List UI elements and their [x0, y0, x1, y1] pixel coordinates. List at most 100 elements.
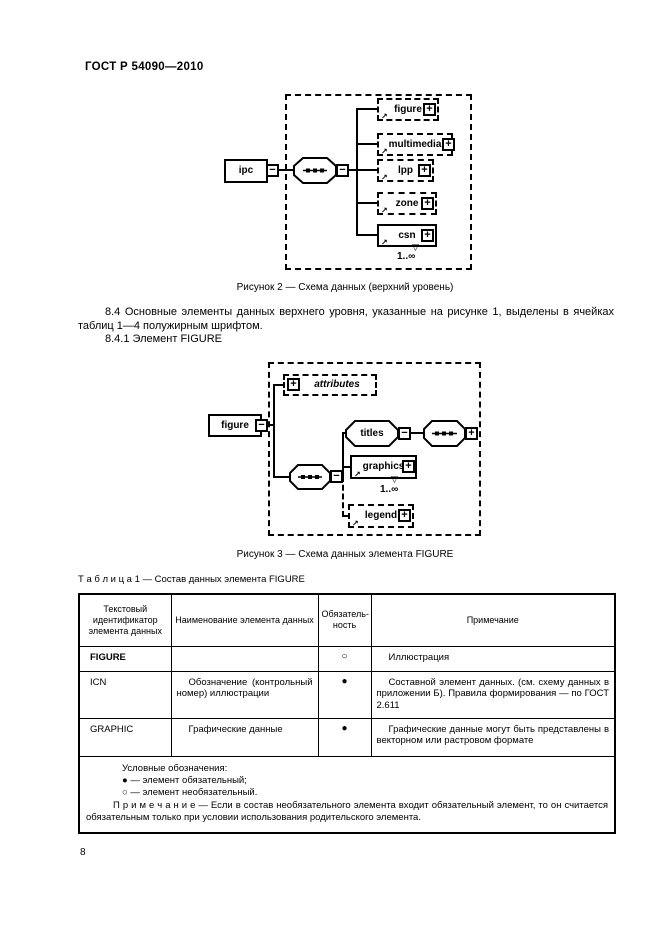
element-label: multimedia	[388, 138, 442, 150]
connector-line	[349, 169, 377, 171]
plus-glyph: +	[290, 377, 297, 390]
plus-glyph: +	[401, 508, 408, 521]
titles-element: titles	[345, 420, 399, 447]
header-name: Наименование элемента данных	[170, 593, 319, 647]
table-figure-composition: Текстовый идентификатор элемента данных …	[78, 593, 616, 834]
connector-line	[342, 476, 344, 517]
reference-arrow-icon: ↗	[381, 173, 388, 182]
legend-box: ↗ legend +	[348, 504, 414, 528]
connector-line	[356, 108, 377, 110]
table-row: FIGURE ○ Иллюстрация	[78, 645, 616, 672]
plus-glyph: +	[445, 137, 452, 150]
connector-line	[356, 108, 358, 236]
element-box-figure: ↗ figure +	[377, 98, 439, 121]
element-box-csn: ↗ csn +	[377, 224, 441, 251]
cell-name: Обозначение (контрольный номер) иллюстра…	[170, 670, 319, 719]
cell-name	[170, 645, 319, 672]
cell-note: Иллюстрация	[370, 645, 616, 672]
cell-id: ICN	[78, 670, 172, 719]
document-header: ГОСТ Р 54090—2010	[85, 61, 204, 73]
plus-glyph: +	[426, 102, 433, 115]
connector-line	[342, 515, 349, 517]
expand-icon: +	[418, 164, 431, 177]
table-label: Т а б л и ц а 1 —	[78, 574, 153, 585]
table-legend: Условные обозначения: ● — элемент обязат…	[78, 755, 616, 833]
collapse-icon: −	[398, 427, 411, 440]
repeat-marker-icon: ▽	[412, 242, 419, 252]
expand-icon: +	[402, 460, 415, 473]
element-label: ipc	[238, 165, 254, 176]
element-label: legend	[364, 510, 398, 521]
connector-line	[356, 234, 377, 236]
connector-line	[342, 432, 344, 477]
paragraph-8-4-1: 8.4.1 Элемент FIGURE	[105, 333, 223, 345]
table-header-row: Текстовый идентификатор элемента данных …	[78, 593, 616, 647]
element-label: figure	[394, 103, 422, 115]
element-box-zone: ↗ zone +	[377, 192, 437, 215]
element-box-multimedia: ↗ multimedia +	[377, 133, 455, 156]
connector-line	[411, 432, 424, 434]
expand-icon: +	[423, 103, 436, 116]
repeat-marker-icon: ▽	[391, 474, 398, 484]
legend-required-item: ● — элемент обязательный;	[122, 774, 247, 786]
section-text: 8.4 Основные элементы данных верхнего ур…	[78, 306, 614, 347]
minus-glyph: −	[333, 469, 340, 482]
element-label: attributes	[314, 379, 360, 390]
table-title-text: Состав данных элемента FIGURE	[154, 574, 305, 585]
expand-icon: +	[421, 197, 434, 210]
header-note: Примечание	[370, 593, 616, 647]
element-box-lpp: ↗ lpp +	[377, 159, 434, 182]
connector-line	[273, 384, 275, 478]
plus-glyph: +	[424, 228, 431, 241]
header-required: Обязатель-ность	[317, 593, 372, 647]
minus-glyph: −	[339, 163, 346, 176]
collapse-icon: −	[330, 470, 343, 483]
collapse-icon: −	[266, 164, 279, 177]
cell-note: Составной элемент данных. (см. схему дан…	[370, 670, 616, 719]
collapse-icon: −	[255, 419, 268, 432]
connector-line	[279, 169, 294, 171]
cardinality-label: 1..∞	[380, 484, 399, 495]
plus-glyph: +	[405, 459, 412, 472]
connector-line	[273, 476, 290, 478]
reference-arrow-icon: ↗	[381, 206, 388, 215]
element-label: zone	[395, 197, 419, 209]
cardinality-label: 1..∞	[397, 251, 416, 262]
connector-line	[342, 466, 351, 468]
minus-glyph: −	[401, 426, 408, 439]
figure2-frame	[285, 94, 472, 270]
required-marker: ●	[317, 670, 372, 719]
connector-line	[356, 202, 377, 204]
reference-arrow-icon: ↗	[381, 238, 388, 247]
cell-note: Графические данные могут быть представле…	[370, 717, 616, 757]
element-label: figure	[221, 419, 249, 431]
figure2-caption: Рисунок 2 — Схема данных (верхний уровен…	[236, 282, 454, 293]
table-row: GRAPHIC Графические данные ● Графические…	[78, 717, 616, 757]
page-number: 8	[80, 847, 86, 858]
graphics-box: ↗ graphics +	[350, 455, 421, 483]
element-label: lpp	[398, 164, 413, 176]
connector-line	[267, 424, 275, 426]
required-marker: ●	[317, 717, 372, 757]
cell-id: FIGURE	[78, 645, 172, 672]
connector-line	[356, 143, 377, 145]
element-label: csn	[398, 229, 416, 241]
element-box-figure-root: figure	[208, 414, 262, 437]
reference-arrow-icon: ↗	[381, 112, 388, 121]
element-box-ipc: ipc	[224, 159, 268, 183]
expand-icon: +	[287, 378, 300, 391]
connector-line	[273, 384, 284, 386]
cell-id: GRAPHIC	[78, 717, 172, 757]
cell-name: Графические данные	[170, 717, 319, 757]
paragraph-8-4: 8.4 Основные элементы данных верхнего ур…	[78, 306, 614, 332]
sequence-icon	[423, 420, 466, 447]
optional-marker: ○	[317, 645, 372, 672]
sequence-icon	[289, 464, 331, 490]
reference-arrow-icon: ↗	[381, 147, 388, 156]
plus-glyph: +	[424, 196, 431, 209]
legend-optional-item: ○ — элемент необязательный.	[122, 786, 258, 798]
reference-arrow-icon: ↗	[354, 470, 361, 479]
expand-icon: +	[465, 427, 478, 440]
expand-icon: +	[442, 138, 455, 151]
